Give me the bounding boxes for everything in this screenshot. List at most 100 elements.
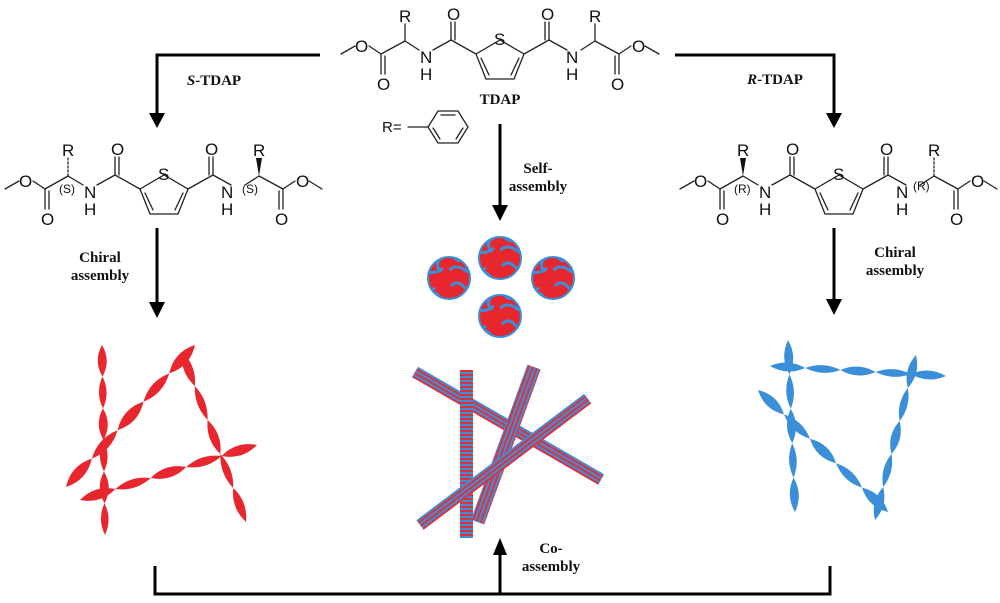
stereo-r: (R) [734,182,751,196]
atom-n: N [420,48,432,67]
helix-segment [221,444,257,457]
arrow-self-assembly [492,124,508,221]
helix-segment [194,386,208,420]
atom-h: H [566,65,578,84]
atom-h: H [221,200,233,219]
atom-n: N [896,183,908,202]
nanosphere [427,256,471,300]
atom-r: R [737,141,749,160]
atom-o: O [447,5,460,24]
helix-segment [150,466,187,479]
helix-segment [80,488,116,501]
arrow-to-s-tdap [149,53,320,128]
atom-o: O [275,210,288,229]
co-assembly-label: Co-assembly [522,541,581,575]
tdap-label: TDAP [480,92,521,108]
helix-segment [91,430,118,459]
helix-segment [115,477,151,490]
helix-segment [875,369,911,377]
atom-r: R [62,141,74,160]
helix-segment [117,401,144,431]
atom-n: N [221,183,233,202]
helix-segment [143,373,170,402]
fiber [470,364,541,525]
atom-o: O [880,140,893,159]
atom-r: R [928,141,940,160]
helix-segment [232,488,247,522]
atom-o: O [19,172,32,191]
atom-o: O [541,5,554,24]
helix-segment [898,388,909,421]
helix-segment [786,374,794,409]
helix-segment [181,352,196,386]
phenyl-ring-icon [427,110,469,144]
atom-o: O [786,140,799,159]
tdap-molecule: O O R N H O S O N H R O O TDAP [340,5,660,108]
helix-segment [910,370,946,380]
helix-segment [836,463,862,488]
helix-segment [98,376,107,409]
atom-o: O [111,140,124,159]
atom-o: O [950,210,963,229]
helix-segment [789,443,797,478]
atom-n: N [84,183,96,202]
helix-segment [890,421,901,454]
atom-o: O [716,210,729,229]
atom-o: O [355,37,368,56]
helix-segment [758,390,784,415]
helix-segment [862,487,888,512]
r-tdap-label: R-TDAP [746,72,803,88]
coassembly-fibers [412,364,605,538]
atom-h: H [896,200,908,219]
atom-h: H [759,200,771,219]
atom-r: R [589,7,601,26]
atom-o: O [971,172,984,191]
atom-o: O [611,75,624,94]
stereo-r: (R) [913,179,930,193]
helix-segment [770,362,806,372]
helix-segment [66,458,92,487]
helix-segment [784,414,810,439]
stereo-s: (S) [59,182,75,196]
atom-n: N [566,48,578,67]
nanosphere [531,256,575,300]
arrow-chiral-assembly-right [826,228,842,315]
atom-o: O [41,210,54,229]
helix-segment [186,455,222,468]
fiber [416,393,592,530]
arrow-to-r-tdap [675,53,842,128]
left-handed-helices [66,345,257,535]
atom-n: N [759,183,771,202]
arrow-chiral-assembly-left [149,228,165,318]
co-assembly-bracket [153,538,832,596]
nanosphere [478,294,522,338]
s-tdap-molecule: O O R (S) N H O S O N H (S) R O O [4,140,323,229]
atom-o: O [632,37,645,56]
helix-segment [805,365,841,373]
r-tdap-molecule: O O R (R) N H O S O N H (R) R O O [679,140,998,229]
right-handed-helices [758,340,946,520]
atom-h: H [420,65,432,84]
helix-segment [207,420,221,454]
atom-o: O [296,172,309,191]
atom-s: S [158,165,169,184]
helix-segment [98,408,108,440]
helix-segment [810,438,836,464]
helix-segment [220,454,234,488]
stereo-s: (S) [242,182,258,196]
atom-o: O [377,75,390,94]
nanosphere [478,236,522,280]
atom-h: H [84,200,96,219]
atom-o: O [205,140,218,159]
fiber [460,370,473,538]
self-assembly-label: Self-assembly [509,161,568,195]
helix-segment [100,503,109,535]
helix-segment [789,477,799,512]
atom-s: S [833,165,844,184]
helix-segment [840,366,876,376]
helix-segment [882,454,893,487]
helix-segment [97,345,107,377]
s-tdap-label: S-TDAP [187,73,241,89]
